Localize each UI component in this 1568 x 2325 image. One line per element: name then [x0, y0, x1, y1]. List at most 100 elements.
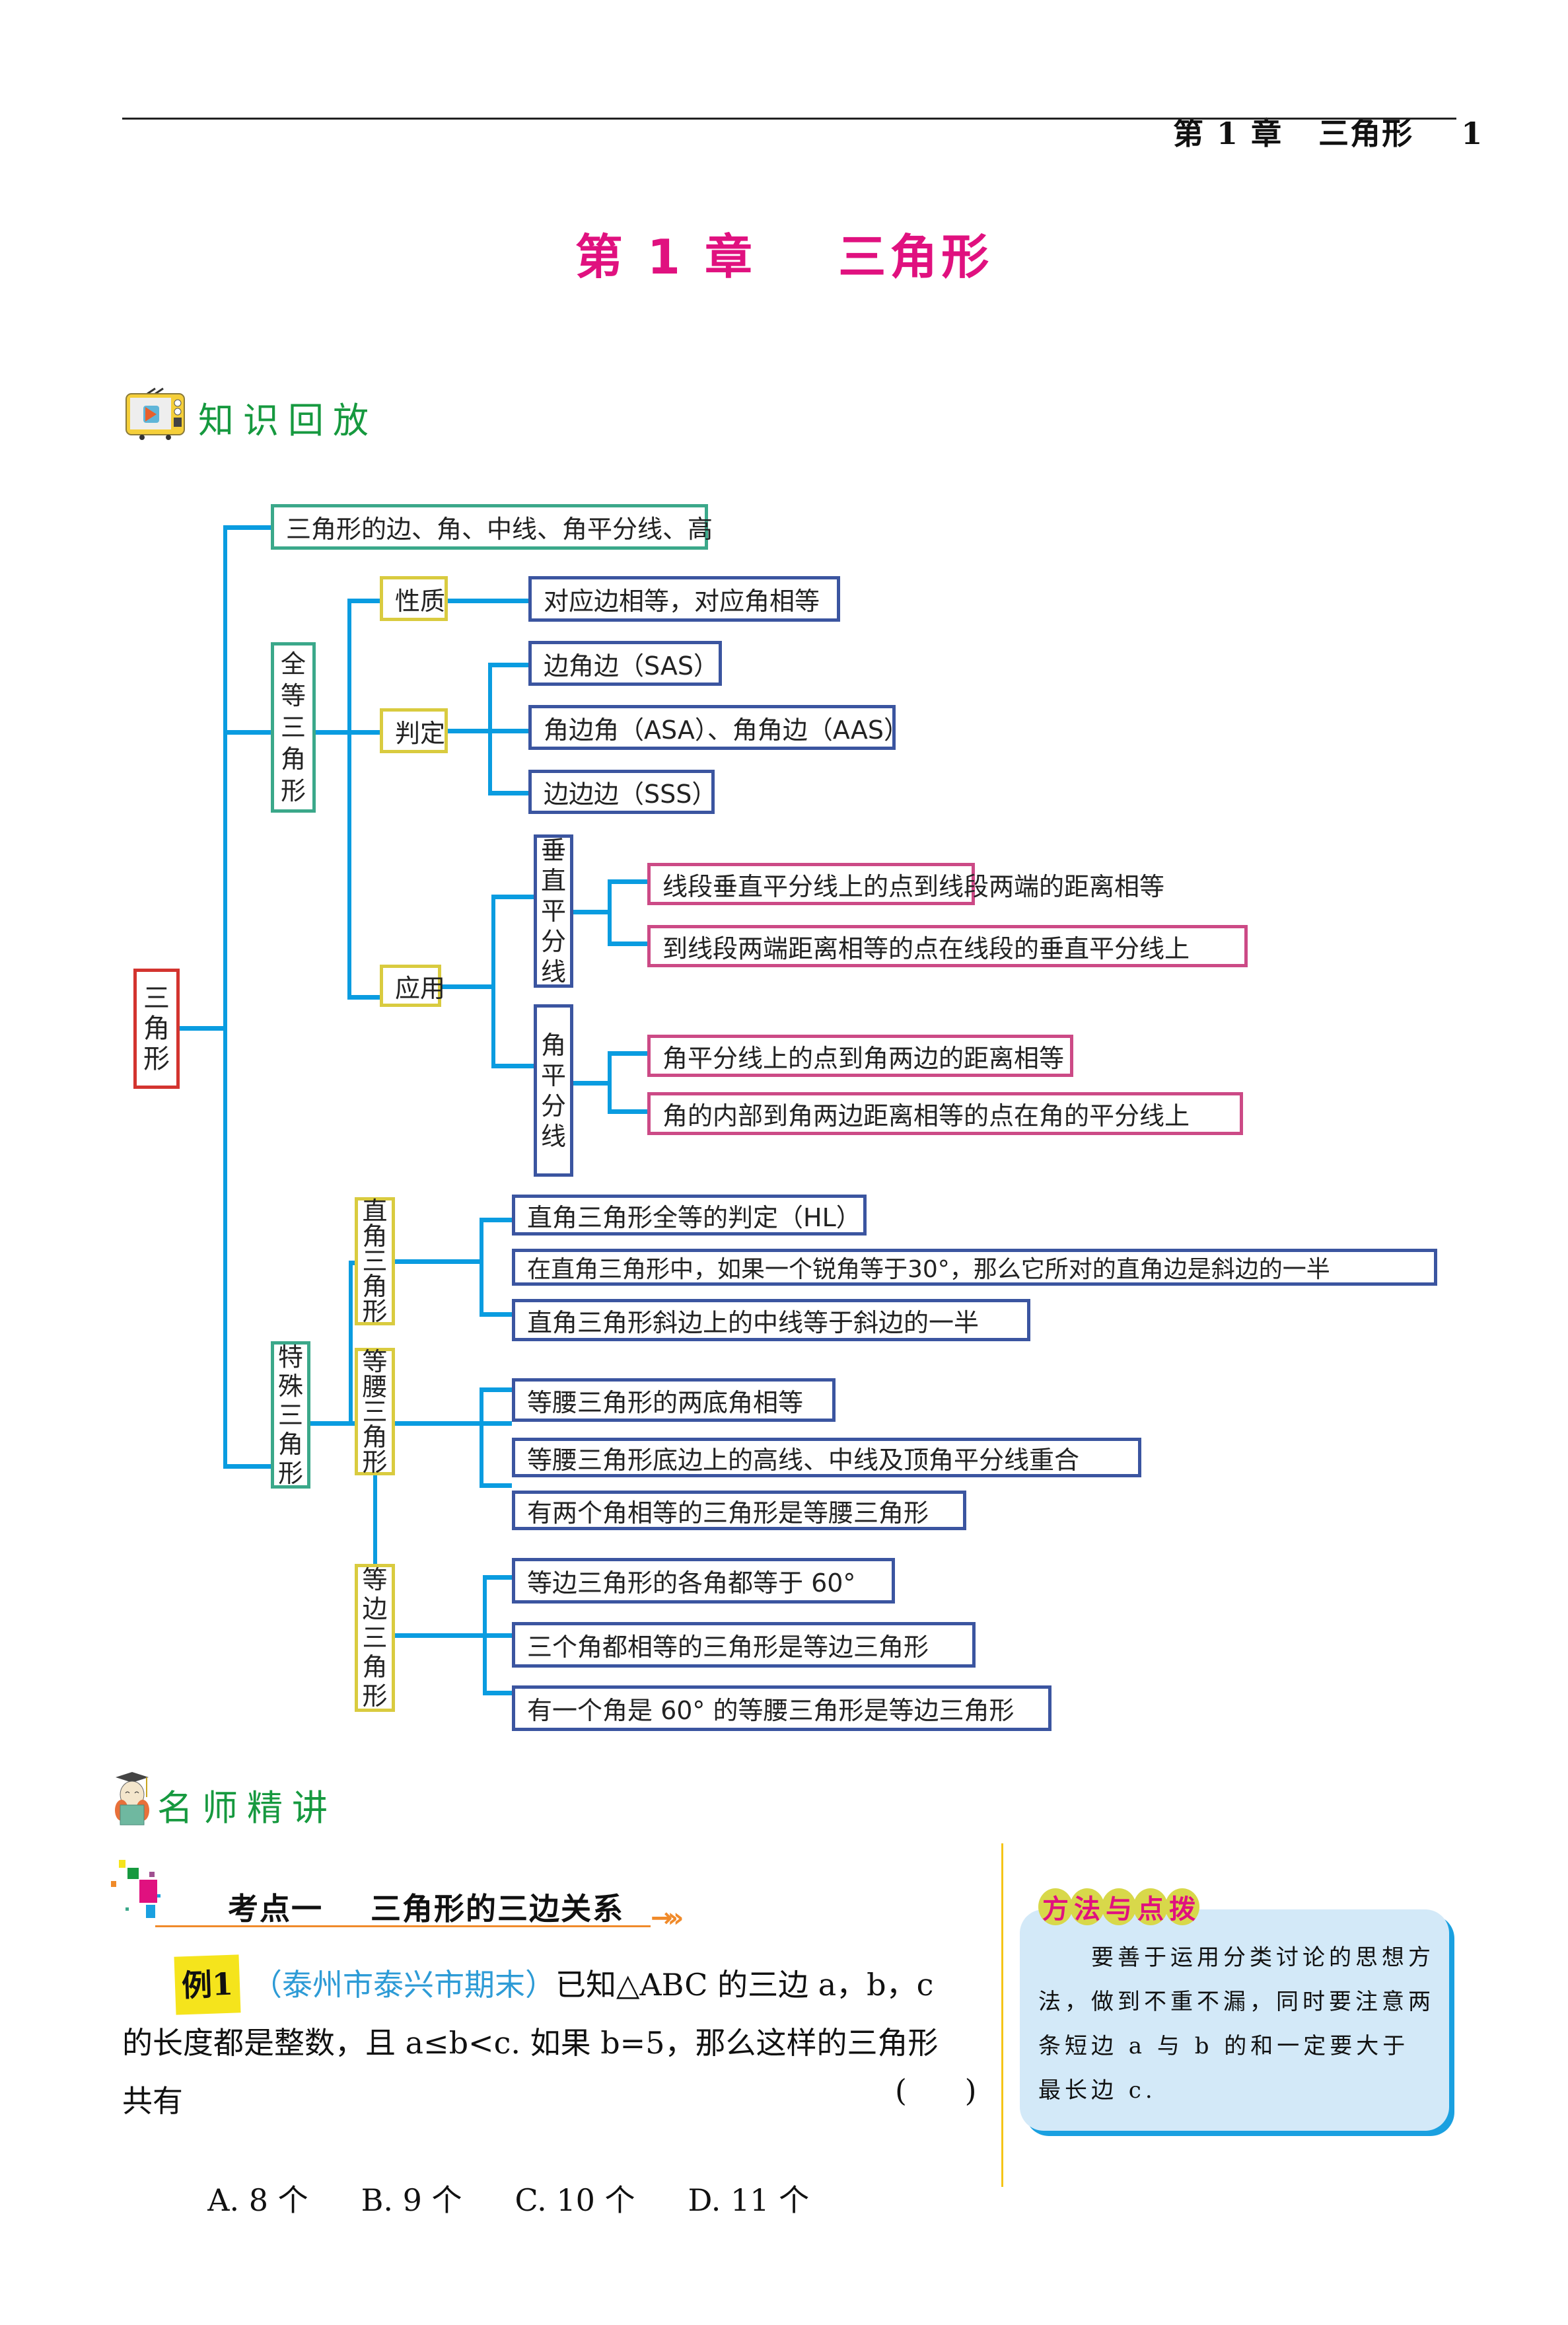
- example-line-3: 共有: [122, 2083, 183, 2119]
- connector: [480, 1483, 512, 1488]
- connector: [347, 599, 380, 603]
- node-char: 角: [362, 1652, 388, 1681]
- node-char: 角: [362, 1222, 388, 1251]
- node-right-item-1: 直角三角形全等的判定（HL）: [512, 1195, 867, 1236]
- connector: [573, 1081, 610, 1086]
- node-isosceles-item-1: 等腰三角形的两底角相等: [512, 1378, 836, 1422]
- connector: [480, 1218, 512, 1222]
- node-criteria-asa-aas: 角边角（ASA）、角角边（AAS）: [528, 705, 909, 750]
- node-char: 三: [277, 1400, 303, 1430]
- tip-box: [1020, 1909, 1449, 2131]
- running-header-chapter: 第 1 章: [1173, 116, 1283, 151]
- node-char: 线: [540, 957, 566, 986]
- connector: [223, 730, 271, 735]
- node-equilateral-item-3: 有一个角是 60° 的等腰三角形是等边三角形: [512, 1685, 1051, 1731]
- node-char: 角: [540, 1030, 566, 1060]
- node-property: 性质: [380, 576, 448, 621]
- connector: [491, 895, 534, 899]
- connector: [395, 1633, 512, 1638]
- connector: [395, 1259, 481, 1264]
- node-char: 三: [362, 1397, 388, 1426]
- node-basic-elements: 三角形的边、角、中线、角平分线、高: [271, 504, 713, 550]
- running-header-title: 三角形: [1318, 116, 1414, 151]
- topic-underline: [155, 1925, 651, 1927]
- node-char: 形: [362, 1447, 388, 1477]
- node-char: 等: [362, 1565, 388, 1594]
- choices: A. 8 个 B. 9 个 C. 10 个 D. 11 个: [188, 2141, 862, 2220]
- node-char: 角: [277, 1429, 303, 1459]
- connector: [488, 663, 492, 795]
- node-char: 三: [280, 713, 306, 742]
- node-congruent: 全等三角形: [271, 642, 316, 813]
- connector: [480, 1312, 512, 1317]
- connector: [608, 1051, 612, 1113]
- node-char: 殊: [277, 1371, 303, 1401]
- node-char: 分: [540, 927, 566, 956]
- connector: [180, 1026, 226, 1031]
- node-property-item: 对应边相等，对应角相等: [528, 576, 840, 622]
- node-char: 形: [280, 776, 306, 805]
- connector: [310, 1421, 355, 1426]
- connector: [349, 1261, 353, 1423]
- choice-c[interactable]: C. 10 个: [515, 2182, 635, 2218]
- connector: [223, 525, 271, 530]
- connector: [395, 1421, 512, 1426]
- node-char: 直: [540, 866, 566, 895]
- node-perp-bisector: 垂直平分线: [534, 834, 573, 988]
- node-char: 腰: [362, 1372, 388, 1401]
- node-perp-bisector-item-2: 到线段两端距离相等的点在线段的垂直平分线上: [647, 925, 1248, 967]
- connector: [448, 599, 528, 603]
- connector: [223, 525, 227, 1467]
- connector: [223, 1464, 271, 1469]
- example-question: 例1（泰州市泰兴市期末）已知△ABC 的三边 a，b，c 的长度都是整数，且 a…: [122, 1954, 981, 2130]
- header-rule: [122, 118, 1456, 120]
- node-char: 全: [280, 649, 306, 679]
- choice-b[interactable]: B. 9 个: [361, 2182, 462, 2218]
- node-char: 形: [362, 1681, 388, 1711]
- node-criteria-sss: 边边边（SSS）: [528, 770, 717, 814]
- example-line-1: 已知△ABC 的三边 a，b，c: [555, 1967, 934, 2003]
- node-application: 应用: [380, 965, 445, 1007]
- connector: [349, 1261, 355, 1265]
- connector: [347, 599, 351, 1000]
- choice-a[interactable]: A. 8 个: [207, 2182, 308, 2218]
- node-angle-bisector-item-1: 角平分线上的点到角两边的距离相等: [647, 1035, 1073, 1077]
- node-isosceles-item-3: 有两个角相等的三角形是等腰三角形: [512, 1491, 966, 1530]
- node-perp-bisector-item-1: 线段垂直平分线上的点到线段两端的距离相等: [647, 863, 1164, 905]
- node-equilateral-item-2: 三个角都相等的三角形是等边三角形: [512, 1622, 976, 1668]
- connector: [608, 941, 647, 946]
- example-source: （泰州市泰兴市期末）: [252, 1967, 556, 2003]
- connector: [608, 879, 647, 884]
- node-char: 平: [540, 1060, 566, 1090]
- connector: [373, 1475, 377, 1564]
- connector: [608, 879, 612, 945]
- connector: [608, 1051, 647, 1056]
- node-angle-bisector: 角平分线: [534, 1004, 573, 1177]
- node-char: 线: [540, 1121, 566, 1151]
- example-line-2: 的长度都是整数，且 a≤b<c. 如果 b=5，那么这样的三角形: [122, 2025, 939, 2061]
- arrow-right-icon: →››: [651, 1903, 684, 1933]
- connector: [488, 791, 528, 795]
- node-criteria: 判定: [380, 708, 448, 753]
- node-char: 形: [143, 1044, 170, 1074]
- node-char: 等: [362, 1347, 388, 1376]
- node-char: 垂: [540, 836, 566, 865]
- answer-blank[interactable]: ( ): [895, 2073, 977, 2108]
- connector: [483, 1575, 487, 1695]
- node-char: 形: [277, 1458, 303, 1488]
- node-isosceles: 等腰三角形: [355, 1348, 395, 1475]
- node-char: 三: [362, 1247, 388, 1276]
- choice-d[interactable]: D. 11 个: [688, 2182, 810, 2218]
- section-review-title: 知识回放: [198, 400, 378, 441]
- connector: [483, 1575, 512, 1580]
- connector: [483, 1691, 512, 1695]
- node-right-item-2: 在直角三角形中，如果一个锐角等于30°，那么它所对的直角边是斜边的一半: [512, 1249, 1437, 1286]
- connector: [480, 1218, 483, 1317]
- connector: [441, 984, 493, 989]
- tv-icon: [122, 387, 188, 440]
- connector: [608, 1109, 647, 1114]
- node-char: 特: [277, 1342, 303, 1372]
- node-equilateral: 等边三角形: [355, 1564, 395, 1712]
- teacher-icon: [112, 1771, 152, 1826]
- node-char: 边: [362, 1594, 388, 1623]
